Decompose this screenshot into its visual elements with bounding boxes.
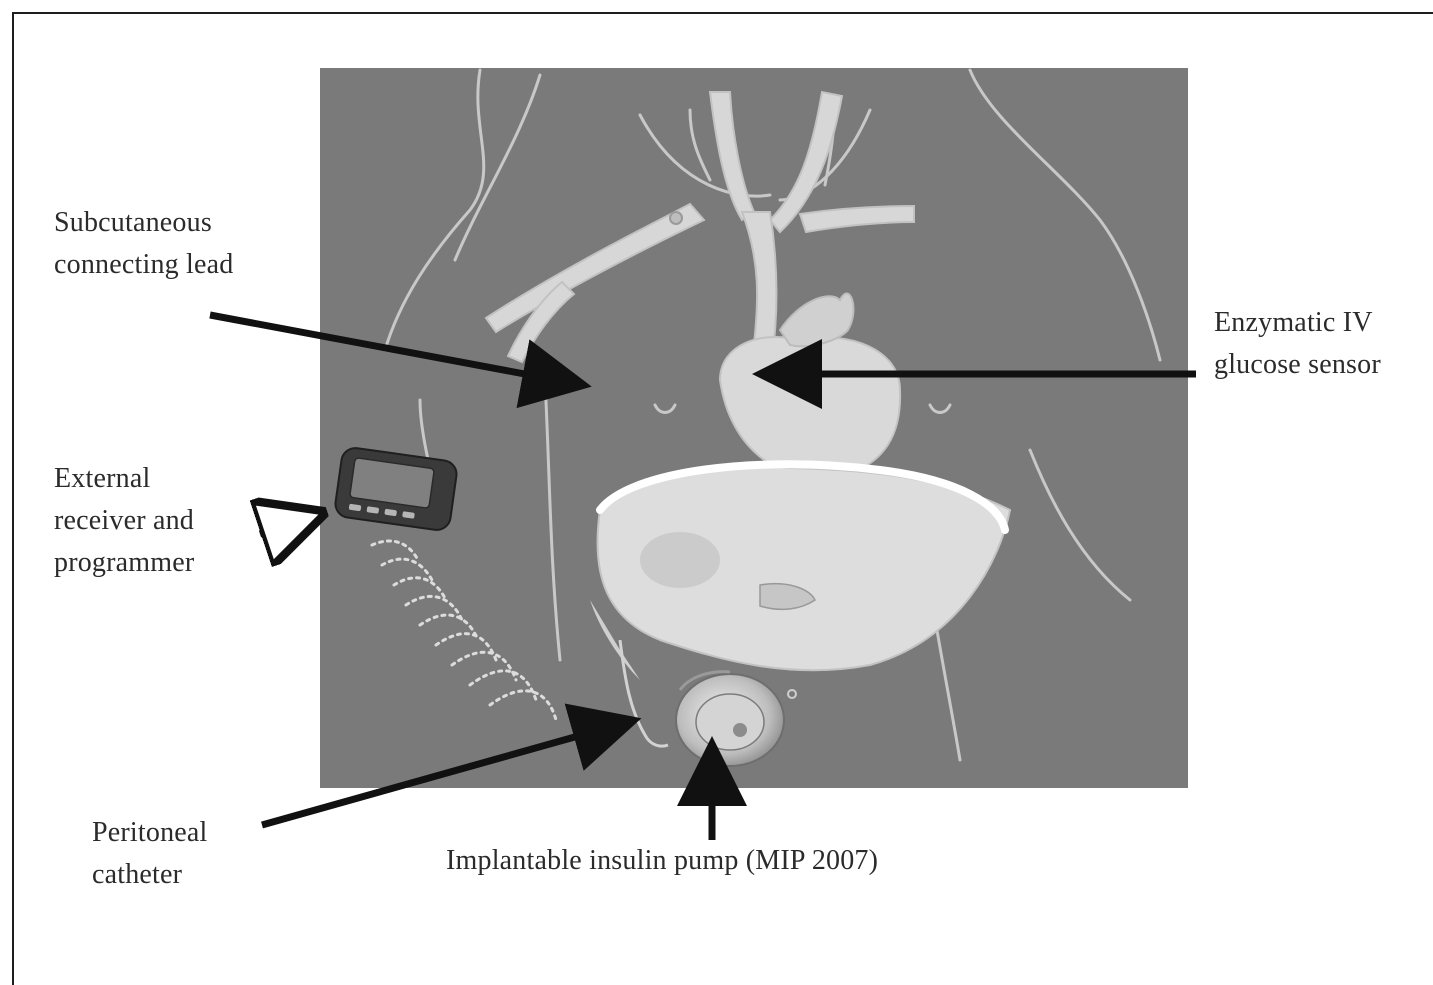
label-external-line-2: receiver and xyxy=(54,500,194,542)
label-peritoneal-line-1: Peritoneal xyxy=(92,812,208,854)
label-subcutaneous-line-1: Subcutaneous xyxy=(54,202,233,244)
label-subcutaneous-line-2: connecting lead xyxy=(54,244,233,286)
label-enzymatic-line-1: Enzymatic IV xyxy=(1214,302,1381,344)
arrow-external-receiver xyxy=(260,516,314,534)
label-peritoneal-catheter: Peritoneal catheter xyxy=(92,812,208,886)
label-peritoneal-line-2: catheter xyxy=(92,854,208,886)
label-external-line-1: External xyxy=(54,458,194,500)
label-external-receiver: External receiver and programmer xyxy=(54,458,194,584)
label-implantable-pump: Implantable insulin pump (MIP 2007) xyxy=(446,840,878,882)
label-enzymatic-sensor: Enzymatic IV glucose sensor xyxy=(1214,302,1381,386)
label-external-line-3: programmer xyxy=(54,542,194,584)
label-subcutaneous-lead: Subcutaneous connecting lead xyxy=(54,202,233,286)
label-enzymatic-line-2: glucose sensor xyxy=(1214,344,1381,386)
external-receiver-device xyxy=(334,446,459,531)
